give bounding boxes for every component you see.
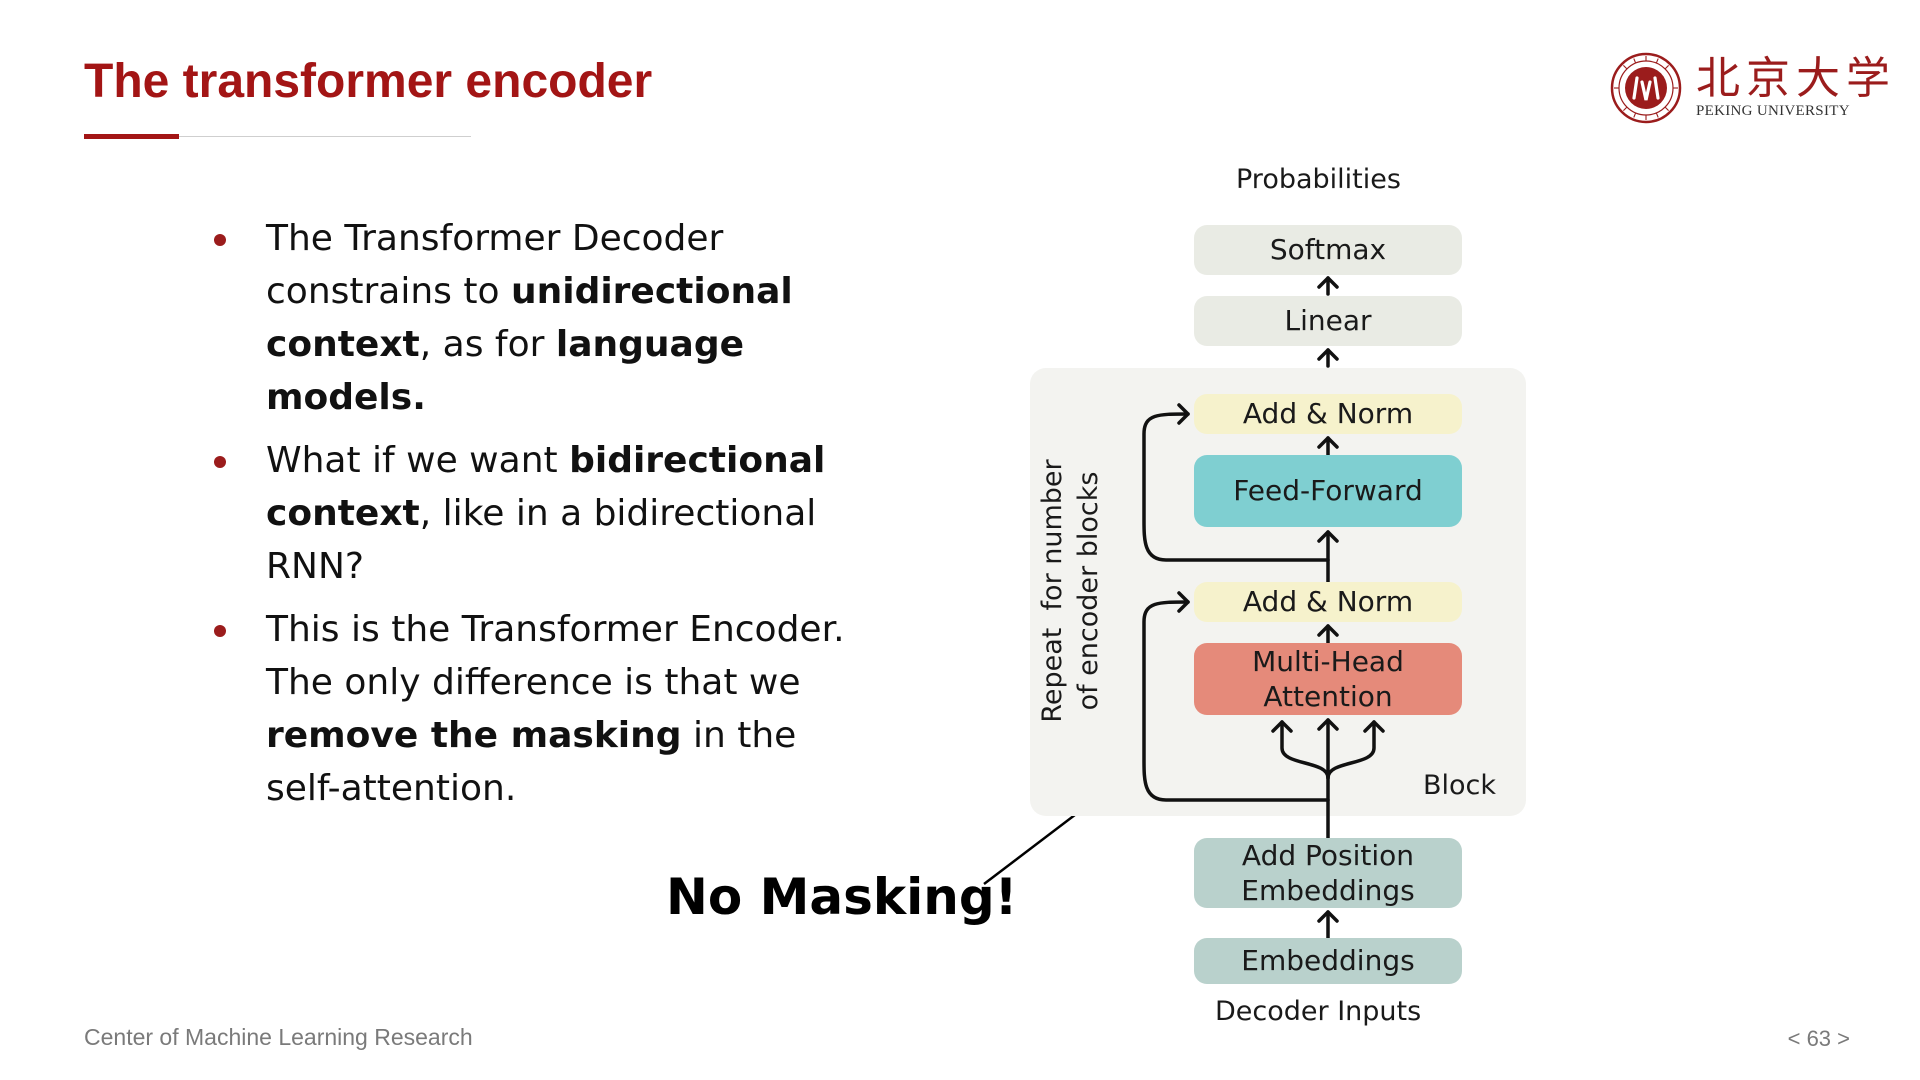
no-masking-callout: No Masking!	[666, 868, 1018, 926]
embeddings-box: Embeddings	[1194, 938, 1462, 984]
page-number: < 63 >	[1787, 1026, 1850, 1051]
bullet-item: The Transformer Decoder constrains to un…	[210, 212, 850, 424]
university-name-chinese: 北京大学	[1696, 53, 1896, 104]
softmax-label: Softmax	[1269, 233, 1387, 266]
bullet-bold-segment: language models.	[266, 324, 744, 418]
university-logo: 北京大学 PEKING UNIVERSITY	[1610, 52, 1890, 124]
bullet-list: The Transformer Decoder constrains to un…	[210, 212, 850, 825]
bullet-dot-icon	[214, 456, 226, 468]
bullet-text-segment: in the self-attention.	[266, 715, 797, 809]
multi-head-attention-box: Multi-Head Attention	[1194, 643, 1462, 715]
linear-label: Linear	[1284, 304, 1372, 337]
encoder-diagram: Probabilities Softmax Linear Add & Norm …	[1010, 160, 1570, 1040]
bullet-dot-icon	[214, 625, 226, 637]
repeat-label: Repeat for number of encoder blocks	[1035, 451, 1115, 731]
university-name-english: PEKING UNIVERSITY	[1696, 103, 1850, 119]
decoder-inputs-label: Decoder Inputs	[1215, 996, 1422, 1027]
bullet-text-segment: What if we want	[266, 440, 570, 481]
bullet-item: This is the Transformer Encoder. The onl…	[210, 603, 850, 815]
title-underline-accent	[84, 134, 179, 139]
softmax-box: Softmax	[1194, 225, 1462, 275]
bullet-text-segment: The Transformer Decoder constrains to	[266, 218, 724, 312]
mha-line-1: Multi-Head	[1252, 645, 1404, 678]
add-pos-line-2: Embeddings	[1241, 874, 1415, 907]
bullet-text-segment: , as for	[419, 324, 556, 365]
footer-organization: Center of Machine Learning Research	[84, 1024, 473, 1050]
embeddings-label: Embeddings	[1241, 944, 1415, 977]
add-position-embeddings-label: Add Position Embeddings	[1241, 838, 1414, 908]
output-probabilities-label: Probabilities	[1236, 164, 1401, 195]
feed-forward-box: Feed-Forward	[1194, 455, 1462, 527]
add-position-embeddings-box: Add Position Embeddings	[1194, 838, 1462, 908]
block-label: Block	[1423, 770, 1497, 801]
bullet-bold-segment: remove the masking	[266, 715, 682, 756]
title-underline-divider	[179, 136, 471, 137]
bullet-text-segment: This is the Transformer Encoder. The onl…	[266, 609, 845, 703]
bullet-bold-segment: bidirectional context	[266, 440, 826, 534]
feed-forward-label: Feed-Forward	[1233, 474, 1423, 507]
bullet-dot-icon	[214, 234, 226, 246]
add-norm-top-label: Add & Norm	[1242, 397, 1414, 430]
bullet-item: What if we want bidirectional context, l…	[210, 434, 850, 593]
bullet-text-segment: , like in a bidirectional RNN?	[266, 493, 817, 587]
mha-line-2: Attention	[1263, 680, 1393, 713]
peking-university-seal-icon	[1610, 52, 1682, 124]
add-norm-bottom-box: Add & Norm	[1194, 582, 1462, 622]
repeat-label-line-1: Repeat for number	[1037, 459, 1068, 723]
linear-box: Linear	[1194, 296, 1462, 346]
repeat-label-line-2: of encoder blocks	[1073, 471, 1104, 711]
add-norm-top-box: Add & Norm	[1194, 394, 1462, 434]
slide-title: The transformer encoder	[84, 55, 653, 108]
bullet-bold-segment: unidirectional context	[266, 271, 793, 365]
multi-head-attention-label: Multi-Head Attention	[1252, 644, 1404, 714]
add-norm-bottom-label: Add & Norm	[1242, 585, 1414, 618]
diagram-connectors	[1142, 276, 1385, 940]
add-pos-line-1: Add Position	[1241, 839, 1415, 872]
